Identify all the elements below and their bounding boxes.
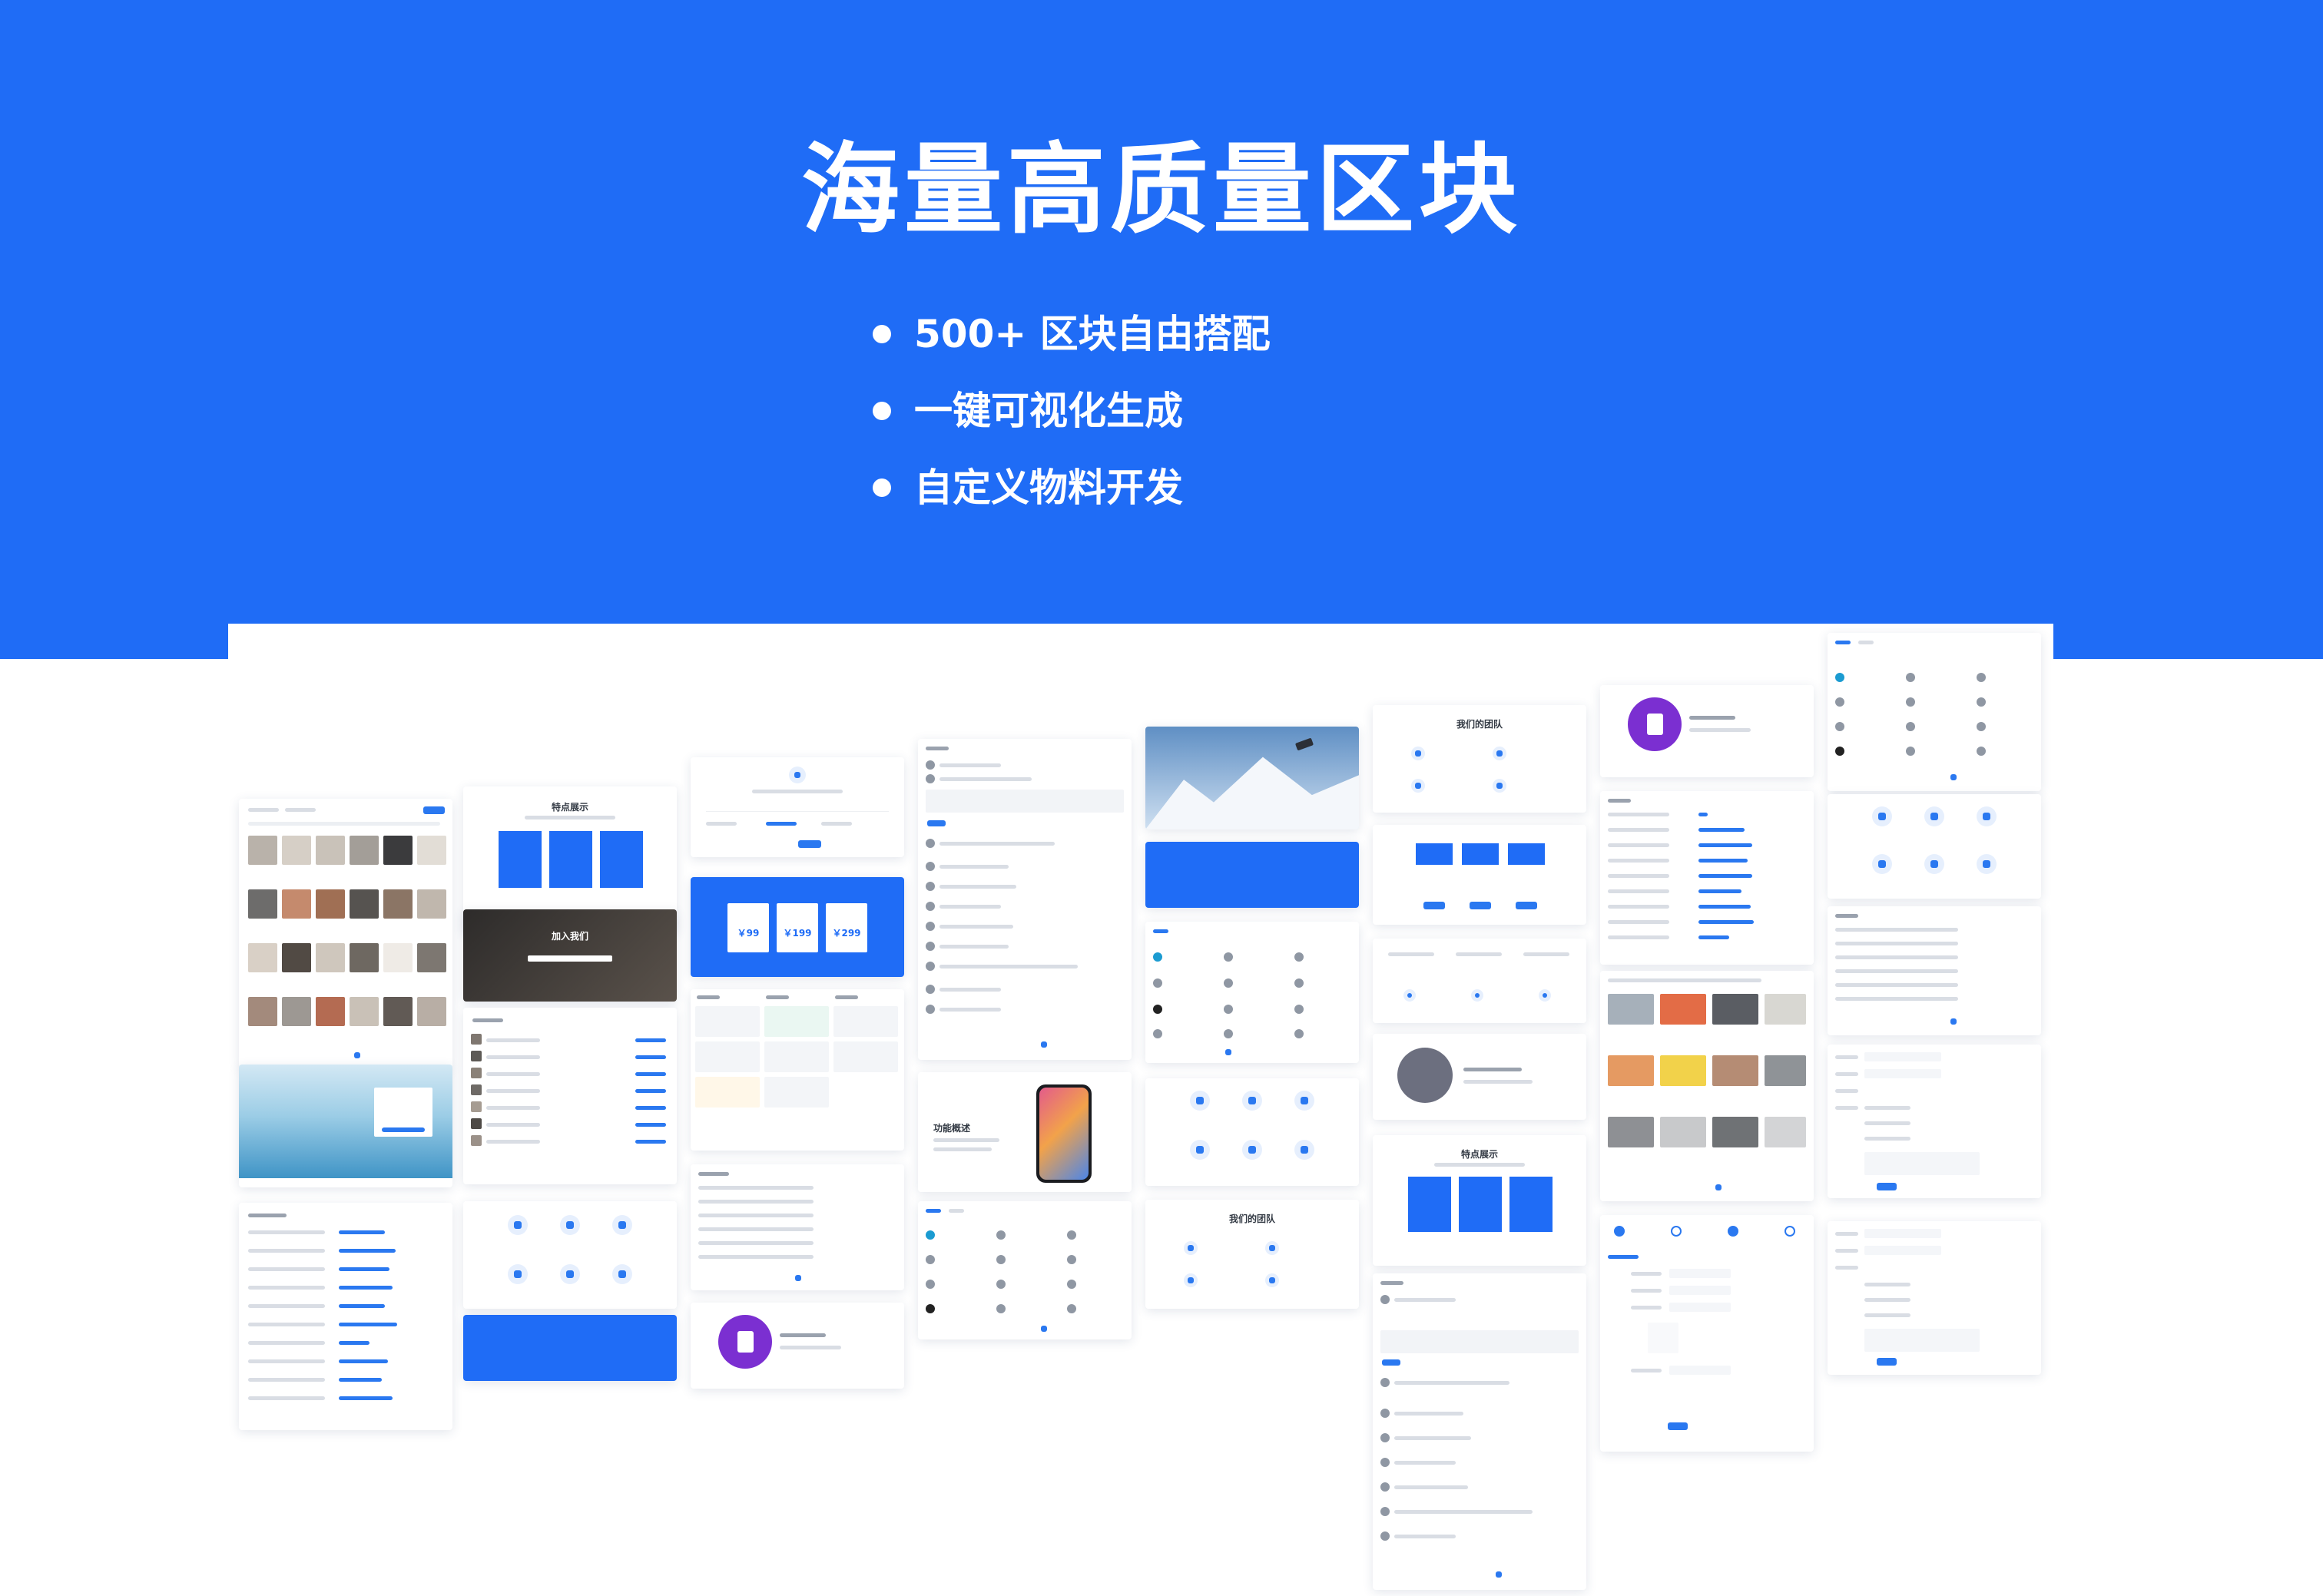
preview-icon-grid	[463, 1201, 677, 1309]
preview-form-a	[1828, 1045, 2041, 1198]
feature-text: 自定义物料开发	[914, 465, 1183, 510]
price-2: ￥199	[783, 928, 812, 939]
preview-notice-list-b	[1828, 906, 2041, 1035]
preview-pricing: ￥99 ￥199 ￥299	[691, 877, 904, 977]
preview-blue-banner	[1145, 842, 1359, 908]
feature-showcase-title-b: 特点展示	[1460, 1149, 1498, 1160]
preview-blue-footer	[463, 1315, 677, 1381]
preview-ski-hero	[1145, 727, 1359, 829]
preview-user-grid-a	[918, 1201, 1132, 1339]
preview-progress-table	[239, 1203, 452, 1430]
preview-progress-table-b	[1600, 791, 1814, 965]
preview-pricing-cards	[1373, 825, 1586, 925]
block-preview-board: 特点展示 加入我们	[228, 624, 2053, 1596]
join-us-title: 加入我们	[551, 931, 588, 942]
preview-icon-grid-c	[1828, 794, 2041, 899]
preview-profile-card	[691, 1303, 904, 1389]
team-title-small: 我们的团队	[1228, 1214, 1275, 1224]
phone-mockup	[1036, 1084, 1092, 1183]
feature-text: 500+ 区块自由搭配	[914, 312, 1271, 356]
preview-join-us: 加入我们	[463, 909, 677, 1002]
function-overview-title: 功能概述	[933, 1123, 971, 1134]
feature-item: 一键可视化生成	[873, 373, 1271, 449]
preview-comment-feed	[918, 739, 1132, 1060]
feature-item: 自定义物料开发	[873, 449, 1271, 526]
preview-user-grid-b	[1145, 922, 1359, 1063]
preview-form-wizard	[1600, 1215, 1814, 1452]
feature-text: 一键可视化生成	[914, 389, 1183, 433]
bullet-dot-icon	[873, 478, 891, 497]
preview-tab-user-grid	[1828, 633, 2041, 791]
preview-steps	[691, 757, 904, 857]
bullet-dot-icon	[873, 325, 891, 343]
preview-testimonials	[1373, 939, 1586, 1023]
hero-banner: 海量高质量区块 500+ 区块自由搭配 一键可视化生成 自定义物料开发	[0, 0, 2323, 659]
preview-form-b	[1828, 1221, 2041, 1375]
preview-team-small: 我们的团队	[1145, 1200, 1359, 1309]
preview-kanban	[691, 989, 904, 1151]
team-title: 我们的团队	[1456, 719, 1503, 730]
preview-feature-showcase: 特点展示	[463, 786, 677, 932]
preview-camera-promo	[1373, 1034, 1586, 1120]
feature-list: 500+ 区块自由搭配 一键可视化生成 自定义物料开发	[873, 296, 1271, 526]
preview-data-table	[463, 1008, 677, 1184]
preview-function-overview: 功能概述	[918, 1072, 1132, 1192]
preview-team: 我们的团队	[1373, 705, 1586, 813]
hero-title: 海量高质量区块	[800, 133, 1522, 247]
preview-product-grid	[239, 799, 452, 1068]
preview-login-lake	[239, 1065, 452, 1187]
preview-comment-feed-b	[1373, 1273, 1586, 1590]
price-1: ￥99	[737, 928, 760, 939]
bullet-dot-icon	[873, 402, 891, 420]
preview-feature-showcase-b: 特点展示	[1373, 1135, 1586, 1266]
preview-photo-gallery	[1600, 971, 1814, 1201]
preview-icon-grid-b	[1145, 1078, 1359, 1186]
preview-notice-list	[691, 1164, 904, 1290]
price-3: ￥299	[832, 928, 861, 939]
feature-item: 500+ 区块自由搭配	[873, 296, 1271, 373]
feature-showcase-title: 特点展示	[551, 802, 588, 813]
preview-profile-card-b	[1600, 685, 1814, 777]
